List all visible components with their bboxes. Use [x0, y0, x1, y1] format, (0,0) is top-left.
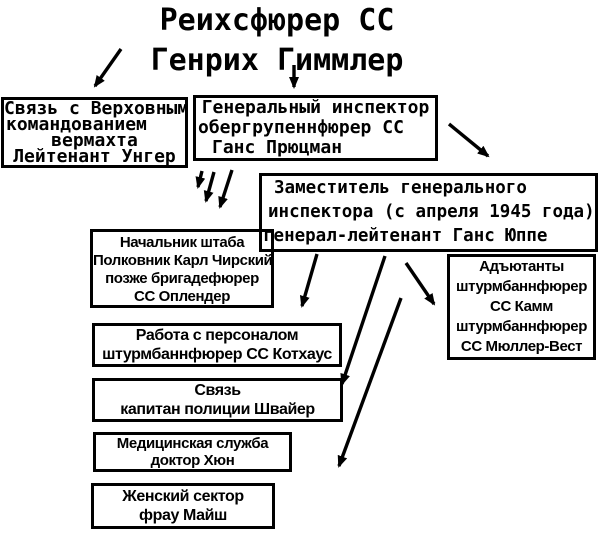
box-text-line: командованием — [6, 114, 147, 135]
box-text-line: вермахта — [51, 130, 138, 151]
box-liaison-wehrmacht: Связь с Верховным командованием вермахта… — [1, 97, 188, 168]
box-medical: Медицинская служба доктор Хюн — [93, 432, 292, 472]
arrow-deputy-to-personnel-icon — [299, 253, 319, 308]
arrow-inspector-to-deputy-icon — [447, 122, 490, 158]
arrow-inspector-to-staff-3-icon — [218, 169, 234, 209]
box-adjutants: Адъютанты штурмбаннфюрер СС Камм штурмба… — [447, 254, 596, 360]
box-text-line: генерал-лейтенант Ганс Юппе — [263, 226, 548, 246]
arrow-inspector-to-staff-2-icon — [203, 171, 216, 203]
box-text-line: Ганс Прюцман — [212, 137, 343, 158]
box-text-line: Связь с Верховным — [4, 98, 189, 119]
box-chief-of-staff: Начальник штаба Полковник Карл Чирский п… — [90, 229, 274, 308]
box-text-line: обергрупеннфюрер СС — [198, 117, 404, 138]
box-text-line: Лейтенант Унгер — [13, 146, 176, 167]
box-text-line: Полковник Карл Чирский — [93, 252, 273, 269]
box-text-line: Работа с персоналом — [135, 327, 299, 344]
box-text-line: инспектора (с апреля 1945 года) — [268, 202, 595, 222]
box-text-line: Генеральный инспектор — [201, 97, 430, 118]
box-text-line: СС Камм — [490, 298, 553, 315]
box-text-line: Женский сектор — [122, 488, 244, 505]
box-text-line: Начальник штаба — [119, 234, 245, 251]
arrow-deputy-to-liaison-icon — [340, 255, 387, 386]
page-title: Реихсфюрер СС Генрих Гиммлер — [0, 1, 554, 81]
arrow-deputy-to-lower-icon — [337, 297, 403, 468]
box-text-line: СС Мюллер-Вест — [460, 338, 583, 355]
box-womens-sector: Женский сектор фрау Майш — [91, 483, 275, 529]
box-text-line: штурмбаннфюрер — [456, 318, 587, 335]
box-text-line: СС Оплендер — [134, 288, 230, 305]
box-text-line: Заместитель генерального — [274, 178, 527, 198]
box-text-line: Адъютанты — [479, 258, 564, 275]
box-text-line: штурмбаннфюрер — [456, 278, 587, 295]
box-deputy-inspector: Заместитель генерального инспектора (с а… — [259, 173, 598, 252]
box-liaison-police: Связь капитан полиции Швайер — [92, 378, 343, 422]
arrow-deputy-to-adjutants-icon — [404, 262, 436, 306]
box-text-line: фрау Майш — [138, 507, 227, 524]
title-line-reichsfuehrer: Реихсфюрер СС — [159, 3, 395, 38]
box-text-line: Связь — [194, 382, 241, 399]
title-line-himmler: Генрих Гиммлер — [150, 43, 404, 78]
box-general-inspector: Генеральный инспектор обергрупеннфюрер С… — [193, 95, 438, 161]
box-text-line: штурмбаннфюрер СС Котхаус — [102, 346, 332, 363]
box-personnel: Работа с персоналом штурмбаннфюрер СС Ко… — [92, 323, 342, 367]
box-text-line: доктор Хюн — [150, 452, 235, 469]
box-text-line: капитан полиции Швайер — [120, 401, 315, 418]
arrow-inspector-to-staff-1-icon — [195, 170, 206, 189]
box-text-line: Медицинская служба — [116, 435, 269, 452]
box-text-line: позже бригадефюрер — [105, 270, 259, 287]
arrow-title-to-liaison-wehrmacht-icon — [93, 48, 123, 88]
